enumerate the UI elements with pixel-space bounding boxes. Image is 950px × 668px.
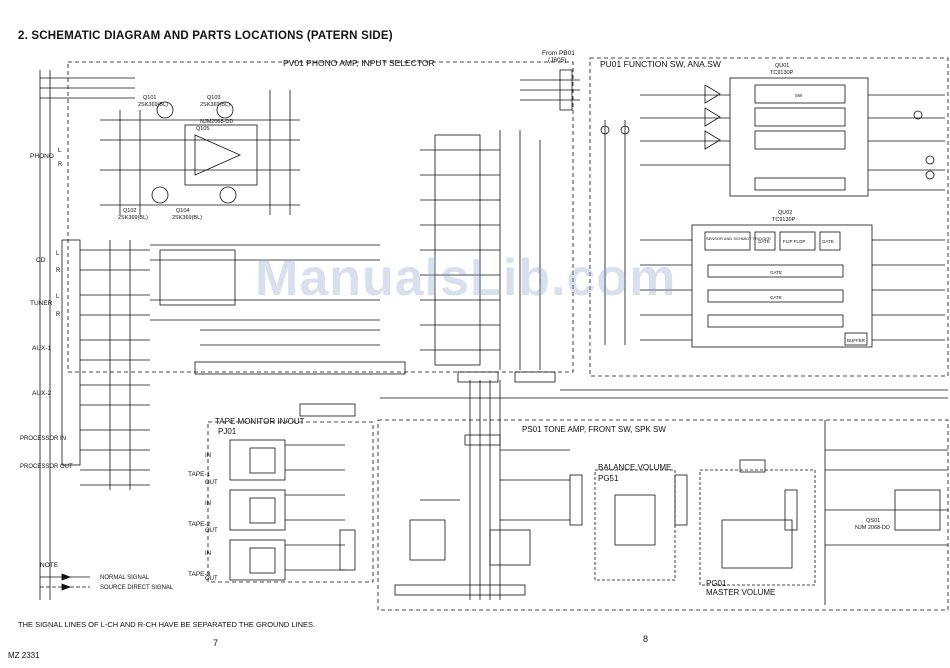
ic-block-sensor: SENSOR AND SCHMIDT TRIGGER [706,236,771,241]
channel-l-phono: L [58,148,62,154]
tape2-out: OUT [205,528,218,534]
channel-r-phono: R [58,162,63,168]
block-label-pg51: PG51 [598,474,619,483]
block-label-pu01: PU01 FUNCTION SW, ANA.SW [600,59,721,69]
block-label-balance: BALANCE VOLUME [598,463,671,472]
part-qu02-type: TC9130P [772,217,796,223]
ic-block-gate: GATE [758,239,770,244]
input-label-aux2: AUX-2 [32,390,52,397]
channel-r-cd: R [56,268,61,274]
part-q102: Q102 [123,208,136,214]
page-title: 2. SCHEMATIC DIAGRAM AND PARTS LOCATIONS… [18,30,393,42]
channel-r-tuner: R [56,312,61,318]
page-number-left: 7 [213,638,219,648]
channel-l-tuner: L [56,294,60,300]
part-q105: Q105 [196,126,209,132]
note-label: NOTE [40,562,59,569]
part-q103-type: 2SK369(BL) [200,102,230,108]
ic-block-gate2: GATE [822,239,834,244]
block-label-pv01: PV01 PHONO AMP, INPUT SELECTOR [283,58,435,68]
part-q103: Q103 [207,95,220,101]
part-q104-type: 2SK369(BL) [172,215,202,221]
part-qs01-type: NJM 2068-DD [855,525,890,531]
input-label-processor-out: PROCESSOR OUT [20,464,73,470]
block-label-ps01: PS01 TONE AMP, FRONT SW, SPK SW [522,425,666,434]
ic-block-flipflop: FLIP FLOP [783,239,805,244]
input-label-processor-in: PROCESSOR IN [20,436,66,442]
note-normal: NORMAL SIGNAL [100,575,150,581]
part-q101: Q101 [143,95,156,101]
input-label-cd: CD [36,257,46,264]
footnote: THE SIGNAL LINES OF L-CH AND R-CH HAVE B… [18,620,316,629]
input-label-aux1: AUX-1 [32,345,52,352]
tape1-label: TAPE-1 [188,471,211,478]
tape2-label: TAPE-2 [188,521,211,528]
input-label-phono: PHONO [30,153,54,160]
channel-l-cd: L [56,251,60,257]
tape3-out: OUT [205,576,218,582]
part-qu01: QU01 [775,63,789,69]
from-label: From PB01 [542,50,575,57]
ic-block-gate4: GATE [770,295,782,300]
block-label-pj01: PJ01 [218,427,237,436]
block-label-pg01: PG01 [706,579,727,588]
ic-block-sw: SW [795,93,803,98]
part-q105-type: NJM2068-DD [200,119,233,125]
tape3-in: IN [205,551,211,557]
ic-block-buffer: BUFFER [847,338,866,343]
ic-block-gate3: GATE [770,270,782,275]
note-direct: SOURCE DIRECT SIGNAL [100,585,174,591]
tape1-in: IN [205,453,211,459]
model-number: MZ 2331 [8,651,40,660]
part-qu02: QU02 [778,210,792,216]
tape1-out: OUT [205,480,218,486]
watermark: ManualsLib.com [255,249,677,307]
page-number-right: 8 [643,634,649,644]
tape2-in: IN [205,501,211,507]
tape3-label: TAPE-3 [188,571,211,578]
input-label-tuner: TUNER [30,300,53,307]
part-qs01: QS01 [866,518,880,524]
block-label-tape: TAPE MONITOR IN/OUT [215,417,305,426]
part-qu01-type: TC9130P [770,70,794,76]
from-label-2: (J805) [548,57,566,64]
part-q101-type: 2SK369(BL) [138,102,168,108]
part-q104: Q104 [176,208,189,214]
part-q102-type: 2SK369(BL) [118,215,148,221]
block-label-master: MASTER VOLUME [706,588,775,597]
